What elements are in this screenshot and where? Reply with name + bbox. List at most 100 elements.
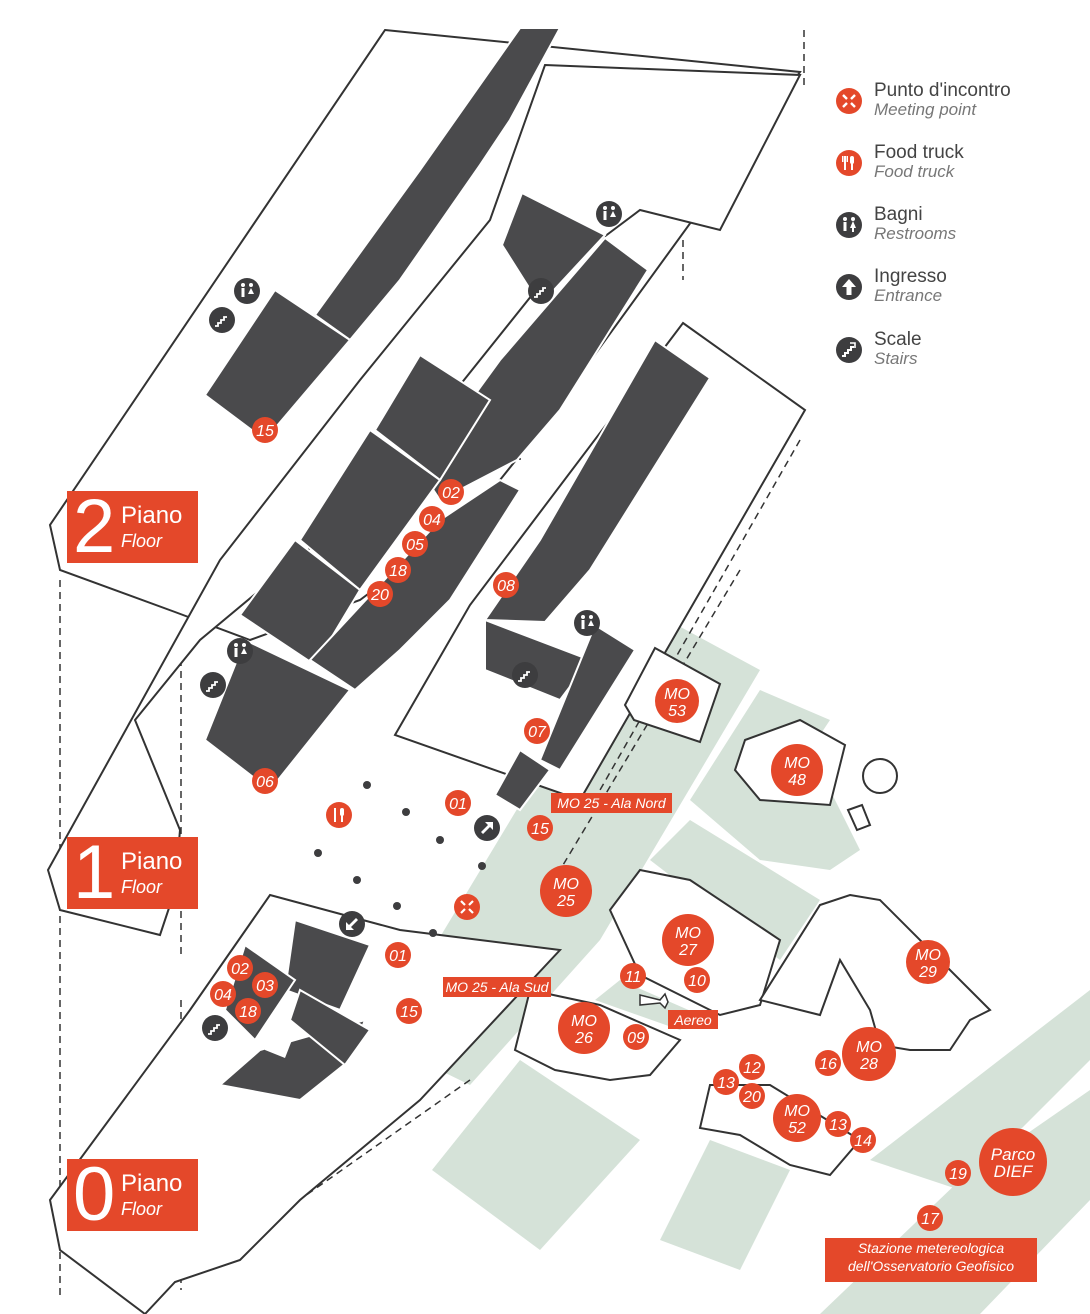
room-marker-number: 17 (921, 1211, 940, 1228)
room-marker[interactable]: 11 (620, 963, 646, 989)
room-marker[interactable]: 10 (684, 967, 710, 993)
floor-number: 1 (73, 830, 115, 915)
room-marker[interactable]: 12 (739, 1054, 765, 1080)
building-code: MO (664, 686, 690, 703)
room-marker[interactable]: 02 (438, 479, 464, 505)
building-number: DIEF (994, 1162, 1034, 1181)
ala-nord-label: MO 25 - Ala Nord (551, 793, 672, 813)
room-marker[interactable]: 18 (385, 557, 411, 583)
callout-text: MO 25 - Ala Sud (446, 979, 550, 995)
room-marker[interactable]: 01 (445, 790, 471, 816)
map-callouts: MO 25 - Ala Nord MO 25 - Ala SudAereoStaz… (443, 793, 1037, 1282)
room-marker[interactable]: 04 (419, 506, 445, 532)
room-marker-number: 05 (406, 537, 424, 554)
room-marker-number: 01 (389, 948, 407, 965)
legend-sublabel: Restrooms (874, 224, 957, 243)
stairs-icon (209, 307, 235, 333)
stairs-icon (200, 672, 226, 698)
room-marker[interactable]: 20 (739, 1083, 765, 1109)
floor-sublabel: Floor (121, 877, 163, 897)
stairs-icon (202, 1015, 228, 1041)
building-number: 28 (859, 1056, 878, 1073)
restrooms-icon (596, 201, 622, 227)
building-code: MO (553, 876, 579, 893)
floor-number: 0 (73, 1152, 115, 1237)
building-code: MO (571, 1013, 597, 1030)
stazione-label: Stazione metereologicadell'Osservatorio … (825, 1238, 1037, 1282)
room-marker[interactable]: 15 (396, 998, 422, 1024)
building-code: MO (675, 925, 701, 942)
room-marker-number: 20 (370, 587, 389, 604)
room-marker-number: 10 (688, 973, 706, 990)
room-marker[interactable]: 15 (252, 417, 278, 443)
room-marker[interactable]: 08 (493, 572, 519, 598)
ala-sud-label: MO 25 - Ala Sud (443, 977, 551, 997)
room-marker-number: 07 (528, 724, 547, 741)
legend-label: Food truck (874, 142, 964, 163)
floor-label: Piano (121, 848, 183, 875)
legend-sublabel: Food truck (874, 162, 955, 181)
room-marker[interactable]: 06 (252, 768, 278, 794)
room-marker-number: 15 (400, 1004, 418, 1021)
room-marker-number: 15 (256, 423, 274, 440)
building-code: MO (784, 1103, 810, 1120)
room-marker[interactable]: 17 (917, 1205, 943, 1231)
room-marker-number: 18 (389, 563, 407, 580)
room-marker[interactable]: 05 (402, 531, 428, 557)
room-marker-number: 14 (854, 1133, 872, 1150)
building-code: MO (915, 947, 941, 964)
floor-sublabel: Floor (121, 531, 163, 551)
room-marker[interactable]: 18 (235, 998, 261, 1024)
room-marker-number: 04 (423, 512, 441, 529)
open-space-dots (314, 781, 486, 937)
building-number: 25 (556, 893, 575, 910)
building-number: 48 (788, 772, 806, 789)
room-marker[interactable]: 09 (623, 1024, 649, 1050)
room-marker[interactable]: 13 (713, 1069, 739, 1095)
room-marker-number: 20 (742, 1089, 761, 1106)
room-marker[interactable]: 02 (227, 955, 253, 981)
legend-sublabel: Stairs (874, 349, 918, 368)
room-marker-number: 04 (214, 987, 232, 1004)
room-marker[interactable]: 13 (825, 1111, 851, 1137)
room-marker-number: 06 (256, 774, 274, 791)
room-marker-number: 08 (497, 578, 515, 595)
room-marker[interactable]: 15 (527, 815, 553, 841)
stairs-icon (512, 662, 538, 688)
building-code: MO (856, 1039, 882, 1056)
restrooms-icon (227, 638, 253, 664)
stairs-icon (836, 337, 862, 363)
building-code: Parco (991, 1145, 1035, 1164)
room-marker-number: 01 (449, 796, 467, 813)
room-marker[interactable]: 01 (385, 942, 411, 968)
callout-text: Aereo (673, 1012, 712, 1028)
room-marker[interactable]: 03 (252, 972, 278, 998)
room-marker[interactable]: 16 (815, 1050, 841, 1076)
room-marker-number: 16 (819, 1056, 837, 1073)
room-marker[interactable]: 19 (945, 1160, 971, 1186)
floor2-rooms (203, 27, 562, 442)
aereo-label: Aereo (668, 1010, 718, 1029)
floor-label: Piano (121, 502, 183, 529)
room-marker[interactable]: 04 (210, 981, 236, 1007)
room-marker-number: 11 (625, 969, 642, 986)
floor-2-label: 2 Piano Floor (67, 485, 198, 569)
room-marker[interactable]: 07 (524, 718, 550, 744)
room-marker[interactable]: 20 (367, 581, 393, 607)
building-code: MO (784, 755, 810, 772)
entrance-icon (474, 815, 500, 841)
floor0-courtyard (262, 1028, 292, 1058)
building-number: 27 (678, 942, 698, 959)
floor-1-label: 1 Piano Floor (67, 831, 198, 915)
floor1-east-wing (393, 321, 807, 802)
room-marker[interactable]: 14 (850, 1127, 876, 1153)
